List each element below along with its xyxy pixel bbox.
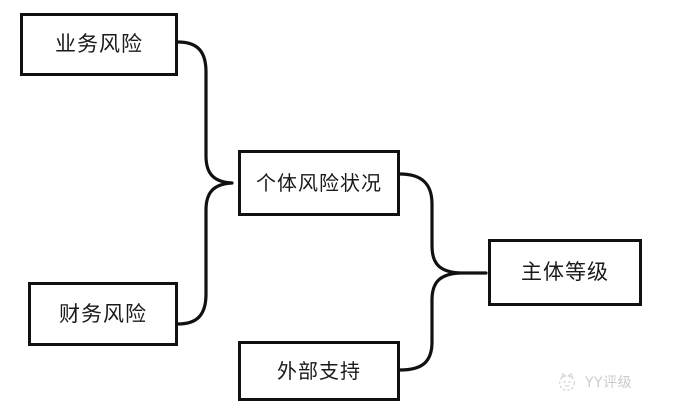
- node-business-risk[interactable]: 业务风险: [20, 13, 178, 76]
- watermark-text: YY评级: [585, 375, 633, 391]
- node-entity-rating[interactable]: 主体等级: [488, 239, 642, 306]
- node-financial-risk[interactable]: 财务风险: [28, 282, 178, 346]
- cat-logo-icon: [559, 372, 575, 391]
- node-external-support-label: 外部支持: [277, 359, 361, 383]
- node-financial-risk-label: 财务风险: [59, 301, 147, 326]
- node-entity-rating-label: 主体等级: [521, 260, 609, 284]
- brace-right-connector: [398, 172, 488, 372]
- node-individual-risk-profile-label: 个体风险状况: [256, 171, 382, 195]
- node-business-risk-label: 业务风险: [55, 32, 143, 56]
- watermark: YY评级: [556, 371, 632, 393]
- node-external-support[interactable]: 外部支持: [238, 341, 400, 401]
- node-individual-risk-profile[interactable]: 个体风险状况: [238, 150, 400, 216]
- brace-left-connector: [176, 40, 234, 326]
